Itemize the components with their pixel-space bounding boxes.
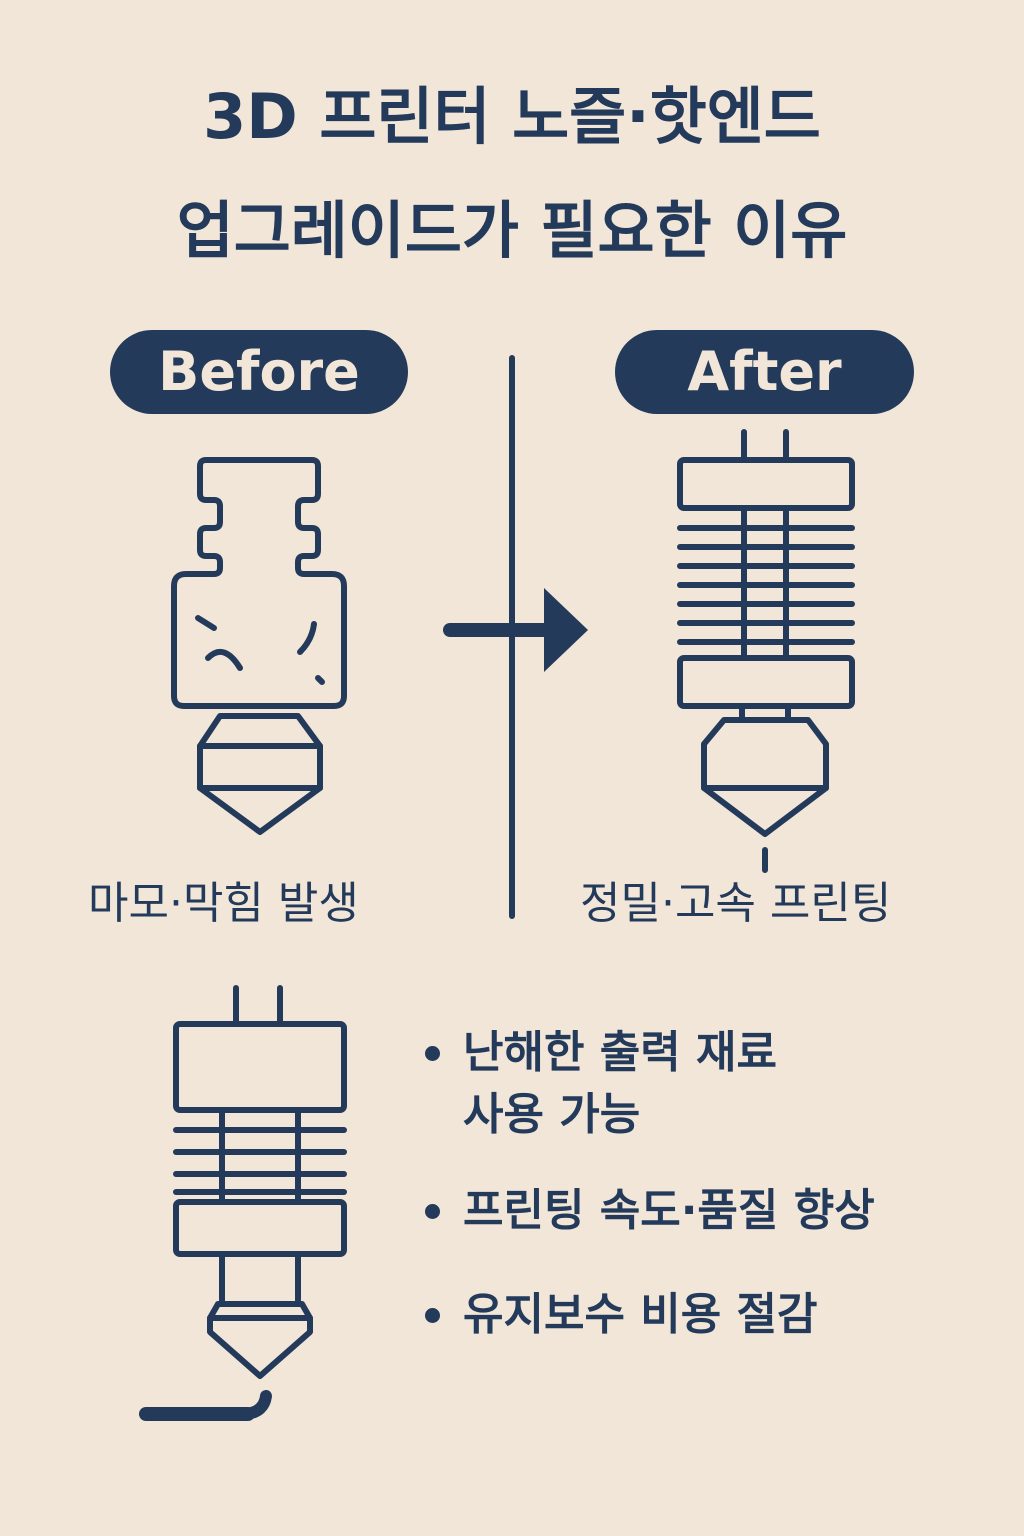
benefit-item: 난해한 출력 재료 사용 가능 <box>425 1022 1015 1146</box>
benefit-text: 난해한 출력 재료 사용 가능 <box>463 1027 777 1140</box>
bullet-icon <box>425 1308 440 1323</box>
title-line-2: 업그레이드가 필요한 이유 <box>176 194 848 267</box>
benefit-text: 유지보수 비용 절감 <box>463 1289 818 1340</box>
worn-hotend-icon <box>171 457 347 835</box>
bullet-icon <box>425 1046 440 1061</box>
after-caption: 정밀·고속 프린팅 <box>580 878 892 929</box>
arrow-right-icon <box>443 588 588 672</box>
bullet-icon <box>425 1204 440 1219</box>
hotend-printing-icon <box>173 985 347 1379</box>
after-label: After <box>615 330 914 414</box>
benefit-text: 프린팅 속도·품질 향상 <box>463 1185 875 1236</box>
benefit-item: 프린팅 속도·품질 향상 <box>425 1180 1015 1242</box>
benefit-item: 유지보수 비용 절감 <box>425 1284 1015 1346</box>
upgraded-hotend-icon <box>677 429 855 873</box>
benefit-list: 난해한 출력 재료 사용 가능 프린팅 속도·품질 향상 유지보수 비용 절감 <box>425 1022 1015 1346</box>
extruded-filament-line <box>139 1390 272 1421</box>
before-label: Before <box>110 330 408 414</box>
before-caption: 마모·막힘 발생 <box>88 878 359 929</box>
title-line-1: 3D 프린터 노즐·핫엔드 <box>203 80 821 153</box>
